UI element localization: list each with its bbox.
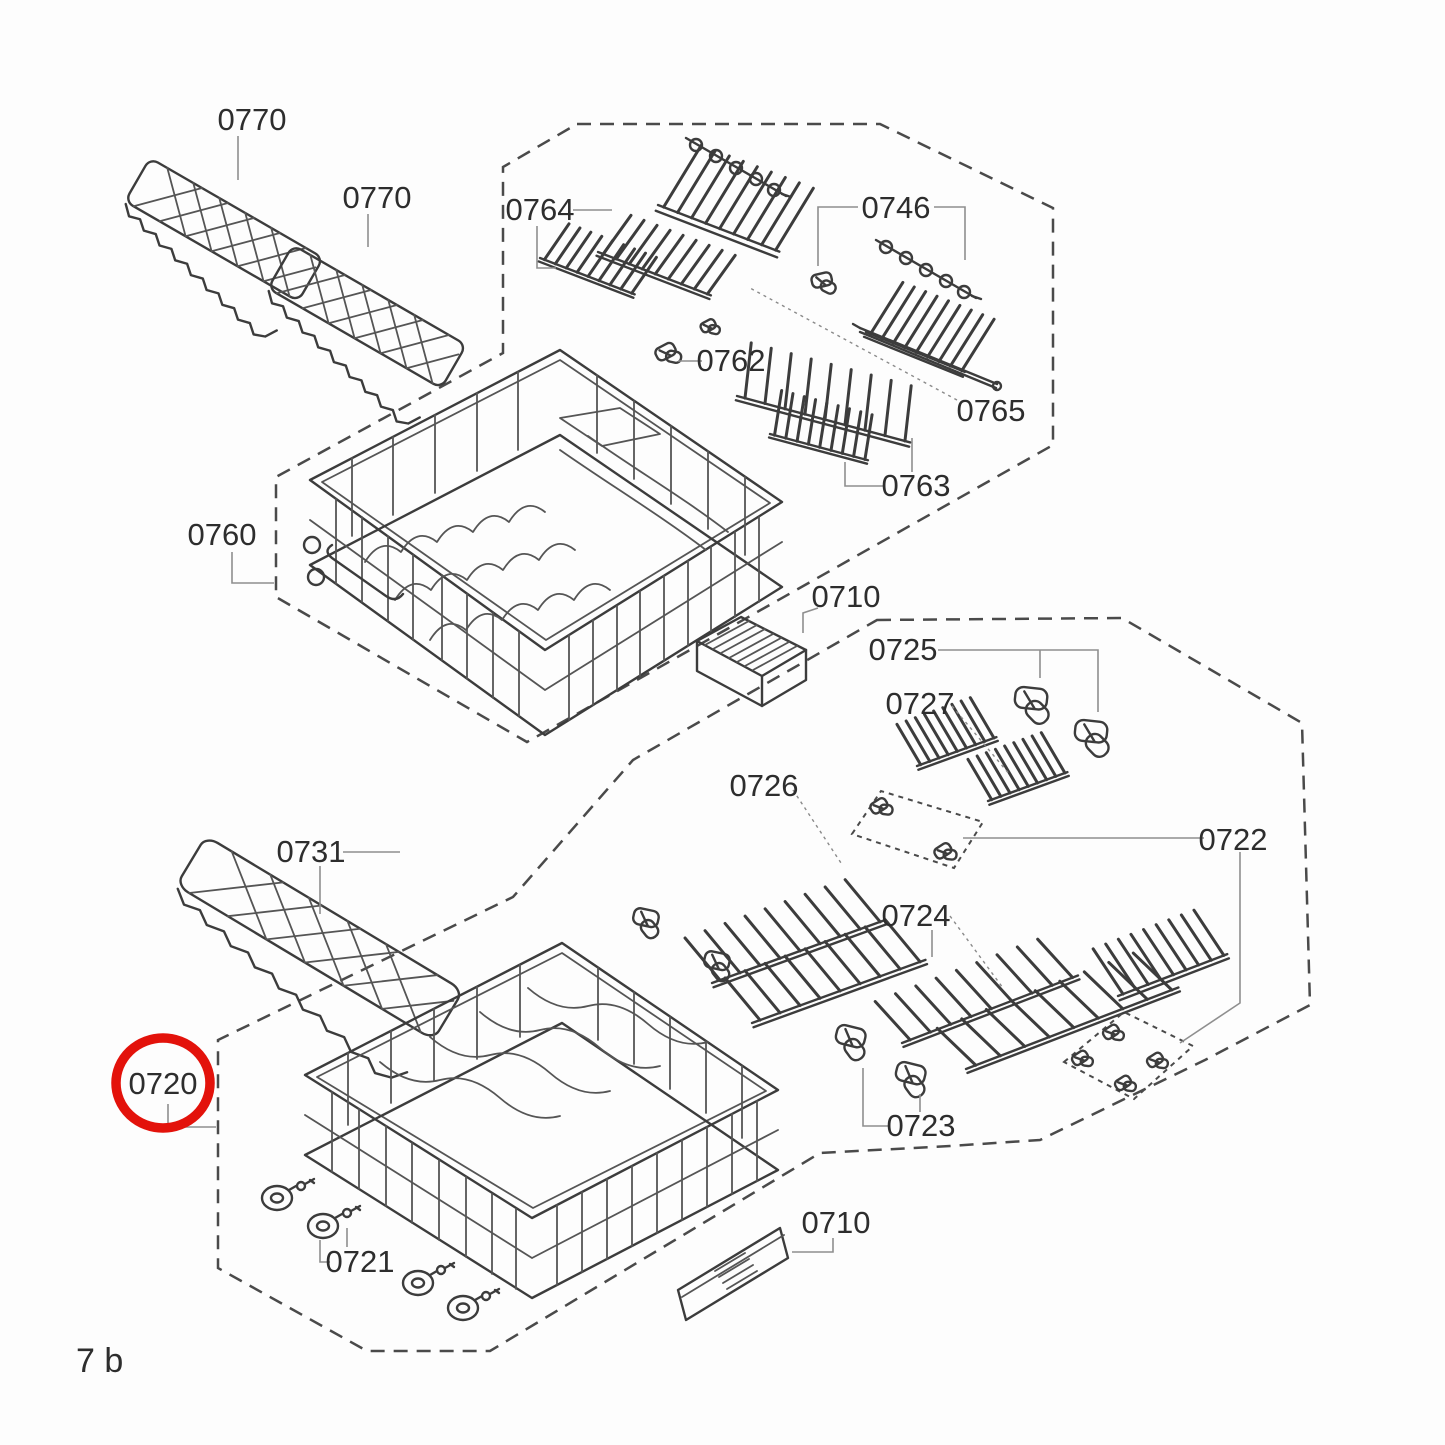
- part-label-0770-left: 0770: [218, 102, 287, 137]
- bearing-clip-0762-b: [697, 315, 723, 339]
- pivot-chain-top: [684, 136, 793, 199]
- bearing-clip-0746: [807, 268, 840, 297]
- bearing-clip-left-a: [622, 898, 671, 945]
- mounting-plate-0722-b: [1062, 1010, 1195, 1101]
- lower-rack-group-outline: [216, 616, 1312, 1353]
- folding-clip-0725-b: [1062, 708, 1123, 765]
- part-label-0760: 0760: [188, 517, 257, 552]
- sill-plate-0710-bottom: [678, 1228, 788, 1320]
- part-label-0724: 0724: [882, 898, 951, 933]
- part-label-0746: 0746: [862, 190, 931, 225]
- clip-0723-b: [883, 1051, 940, 1105]
- lower-basket-0720: [305, 943, 778, 1298]
- part-label-0721: 0721: [326, 1244, 395, 1279]
- wheel-screw: [480, 1287, 501, 1302]
- part-label-0710-upper: 0710: [812, 579, 881, 614]
- red-highlight-circle: [111, 1033, 215, 1133]
- upper-rack-group-outline: [274, 122, 1055, 744]
- part-label-0763: 0763: [882, 468, 951, 503]
- part-label-0770-right: 0770: [343, 180, 412, 215]
- caster-wheel: [306, 1212, 344, 1240]
- part-label-0765: 0765: [957, 393, 1026, 428]
- tine-row-0746: [862, 274, 996, 382]
- part-label-0723: 0723: [887, 1108, 956, 1143]
- part-label-0731: 0731: [277, 834, 346, 869]
- page-footer-label: 7 b: [76, 1342, 123, 1380]
- part-label-0727: 0727: [886, 686, 955, 721]
- folding-clip-0725-a: [1002, 675, 1063, 732]
- tine-row-0764-a: [537, 217, 658, 302]
- cup-rack-insert-0770-right: [241, 243, 468, 434]
- part-label-0722: 0722: [1199, 822, 1268, 857]
- wheel-screw: [341, 1204, 362, 1219]
- wheel-screw: [435, 1261, 456, 1276]
- clip-0723-a: [823, 1014, 880, 1068]
- bearing-clip-0762-a: [651, 338, 686, 369]
- part-label-0726: 0726: [730, 768, 799, 803]
- tine-row-0726-a: [685, 871, 887, 990]
- part-labels: 0770 0770 0764 0746 0762 0765 0763 0760 …: [129, 102, 1268, 1279]
- part-label-0710-bottom: 0710: [802, 1205, 871, 1240]
- wheel-screw: [295, 1177, 316, 1192]
- tray-0710-upper: [697, 617, 806, 706]
- leader-lines: [167, 136, 1241, 1263]
- mounting-plate-0722-a: [850, 789, 985, 870]
- tine-row-right: [1091, 903, 1231, 1005]
- part-label-0762: 0762: [697, 343, 766, 378]
- part-label-0725: 0725: [869, 632, 938, 667]
- upper-basket-0760: [304, 350, 782, 735]
- caster-wheel: [401, 1269, 439, 1297]
- caster-wheel: [260, 1184, 298, 1212]
- caster-wheel: [446, 1294, 484, 1322]
- part-label-0720-highlighted: 0720: [129, 1066, 198, 1101]
- part-label-0764: 0764: [506, 192, 575, 227]
